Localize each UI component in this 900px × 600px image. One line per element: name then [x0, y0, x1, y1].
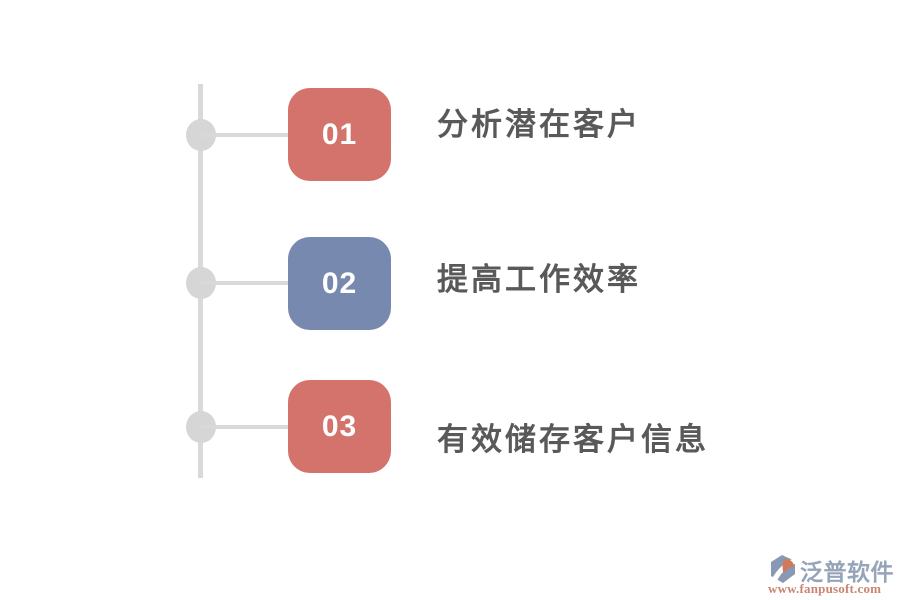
step-number-02: 02 [321, 266, 358, 300]
step-number-03: 03 [321, 409, 358, 443]
step-badge-02: 02 [288, 237, 391, 330]
timeline-connector-3 [201, 425, 290, 429]
timeline-connector-2 [201, 281, 290, 285]
step-label-3: 有效储存客户信息 [437, 422, 709, 457]
fanpu-logo-icon [770, 555, 797, 584]
watermark: 泛普软件 www.fanpusoft.com [766, 552, 896, 596]
step-label-1: 分析潜在客户 [437, 107, 641, 142]
step-number-01: 01 [321, 117, 358, 151]
watermark-brand: 泛普软件 [800, 559, 894, 585]
watermark-url: www.fanpusoft.com [768, 581, 882, 596]
step-badge-01: 01 [288, 88, 391, 181]
timeline-connector-1 [201, 133, 290, 137]
step-badge-03: 03 [288, 380, 391, 473]
step-label-2: 提高工作效率 [437, 262, 641, 297]
